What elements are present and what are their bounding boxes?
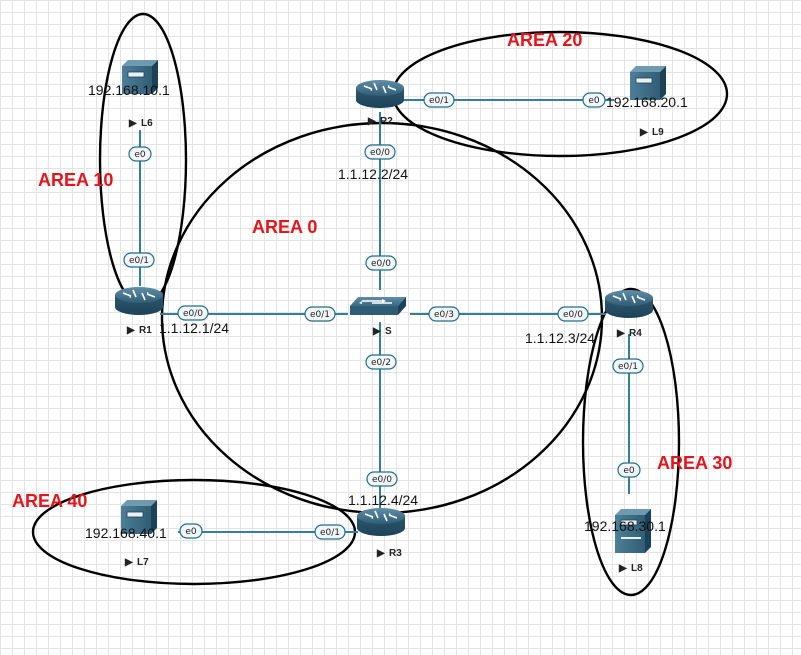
router-r4[interactable]: ▶ R4 xyxy=(604,289,654,339)
play-icon: ▶ xyxy=(618,563,628,574)
port-s-e0-0[interactable]: e0/0 xyxy=(365,255,397,271)
area-10-label: AREA 10 xyxy=(38,170,113,190)
ip-label-r4: 1.1.12.3/24 xyxy=(525,330,595,346)
port-r4-e0-0[interactable]: e0/0 xyxy=(557,306,589,322)
svg-text:e0/0: e0/0 xyxy=(372,475,392,485)
node-label-r2: R2 xyxy=(380,116,393,127)
router-icon xyxy=(604,289,654,319)
router-icon xyxy=(356,507,406,537)
router-r2[interactable]: ▶ R2 xyxy=(355,79,405,127)
host-l7[interactable]: ▶ L7 xyxy=(120,499,158,568)
port-r2-e0-0[interactable]: e0/0 xyxy=(364,144,396,160)
node-label-r4: R4 xyxy=(629,328,642,339)
ip-label-l6: 192.168.10.1 xyxy=(88,82,170,98)
port-l9-e0[interactable]: e0 xyxy=(582,92,606,108)
port-r2-e0-1[interactable]: e0/1 xyxy=(423,92,455,108)
svg-text:e0: e0 xyxy=(623,466,635,476)
port-l8-e0[interactable]: e0 xyxy=(617,462,641,478)
port-r4-e0-1[interactable]: e0/1 xyxy=(612,358,644,374)
play-icon: ▶ xyxy=(639,127,649,138)
play-icon: ▶ xyxy=(128,118,138,129)
svg-text:e0/3: e0/3 xyxy=(434,310,454,320)
port-l6-e0[interactable]: e0 xyxy=(128,146,152,162)
play-icon: ▶ xyxy=(367,116,377,127)
play-icon: ▶ xyxy=(126,325,136,336)
svg-text:e0/0: e0/0 xyxy=(563,310,583,320)
ip-label-l9: 192.168.20.1 xyxy=(606,94,688,110)
play-icon: ▶ xyxy=(124,557,134,568)
host-l8[interactable]: ▶ L8 xyxy=(614,508,652,574)
svg-text:e0/1: e0/1 xyxy=(429,96,449,106)
svg-text:e0: e0 xyxy=(185,527,197,537)
area-20-label: AREA 20 xyxy=(507,30,582,50)
node-label-l9: L9 xyxy=(652,127,664,138)
port-r3-e0-1[interactable]: e0/1 xyxy=(314,524,346,540)
svg-text:e0: e0 xyxy=(588,96,600,106)
node-label-s: S xyxy=(385,326,392,337)
port-s-e0-1[interactable]: e0/1 xyxy=(304,306,336,322)
host-l9[interactable]: ▶ L9 xyxy=(629,65,667,138)
port-r1-e0-0[interactable]: e0/0 xyxy=(177,305,209,321)
svg-text:e0/0: e0/0 xyxy=(371,259,391,269)
area-0-label: AREA 0 xyxy=(252,217,317,237)
svg-text:e0/0: e0/0 xyxy=(183,309,203,319)
svg-text:e0/1: e0/1 xyxy=(320,528,340,538)
port-s-e0-3[interactable]: e0/3 xyxy=(428,306,460,322)
node-label-r1: R1 xyxy=(139,325,152,336)
ip-label-l8: 192.168.30.1 xyxy=(584,518,666,534)
ip-label-r3: 1.1.12.4/24 xyxy=(348,492,418,508)
switch-s[interactable]: ▶ S xyxy=(349,296,407,337)
play-icon: ▶ xyxy=(372,326,382,337)
svg-text:e0/1: e0/1 xyxy=(618,362,638,372)
area-30-label: AREA 30 xyxy=(657,453,732,473)
svg-text:e0/0: e0/0 xyxy=(370,148,390,158)
area-30-boundary xyxy=(581,287,681,597)
host-l6[interactable]: ▶ L6 xyxy=(121,59,159,129)
port-r1-e0-1[interactable]: e0/1 xyxy=(123,252,155,268)
port-s-e0-2[interactable]: e0/2 xyxy=(365,354,397,370)
port-l7-e0[interactable]: e0 xyxy=(179,523,203,539)
svg-text:e0/2: e0/2 xyxy=(371,358,391,368)
router-icon xyxy=(355,79,405,109)
router-r3[interactable]: ▶ R3 xyxy=(356,507,406,559)
area-40-label: AREA 40 xyxy=(12,491,87,511)
node-label-l8: L8 xyxy=(631,563,643,574)
svg-text:e0/1: e0/1 xyxy=(310,310,330,320)
node-label-l6: L6 xyxy=(141,118,153,129)
router-r1[interactable]: ▶ R1 xyxy=(114,286,164,336)
svg-text:e0/1: e0/1 xyxy=(129,256,149,266)
port-r3-e0-0[interactable]: e0/0 xyxy=(366,471,398,487)
svg-text:e0: e0 xyxy=(134,150,146,160)
router-icon xyxy=(114,286,164,316)
play-icon: ▶ xyxy=(376,548,386,559)
switch-icon xyxy=(349,296,407,316)
node-label-r3: R3 xyxy=(389,548,402,559)
ip-label-r2: 1.1.12.2/24 xyxy=(338,166,408,182)
node-label-l7: L7 xyxy=(137,557,149,568)
ip-label-r1: 1.1.12.1/24 xyxy=(159,320,229,336)
ip-label-l7: 192.168.40.1 xyxy=(85,525,167,541)
play-icon: ▶ xyxy=(616,328,626,339)
